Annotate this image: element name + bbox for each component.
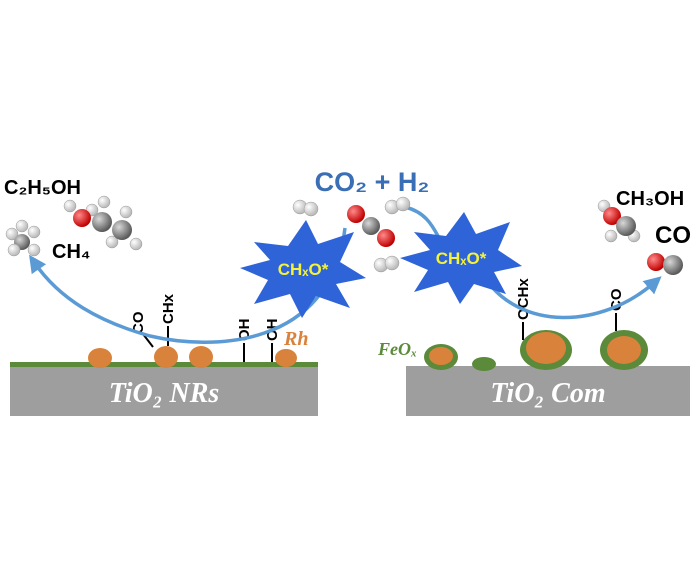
feox-shell [472, 357, 496, 371]
rh-core [526, 332, 566, 364]
rh-particle [88, 348, 112, 368]
starburst-left [240, 220, 366, 318]
feox-label: FeOₓ [377, 339, 417, 359]
support-label-right: TiO₂ Com [490, 378, 605, 409]
rh-particle [189, 346, 213, 368]
intermediate-right: CHₓO* [436, 249, 487, 268]
adsorbate-chx-left: CHx [160, 293, 177, 324]
adsorbate-oh-left: OH [236, 319, 253, 342]
ethanol-molecule [63, 195, 143, 251]
co-molecule [647, 253, 683, 275]
rh-particle [154, 346, 178, 368]
product-co: CO [655, 222, 691, 249]
h2-molecule [384, 196, 411, 215]
methane-molecule [5, 219, 41, 257]
rh-core [607, 336, 641, 364]
starburst-right [400, 212, 522, 304]
h2-molecule [292, 199, 319, 217]
support-right [406, 366, 690, 416]
arrow-to-left-products [29, 227, 347, 344]
rh-particle [275, 349, 297, 367]
rh-label: Rh [283, 328, 308, 350]
product-ethanol: C₂H₅OH [4, 177, 81, 199]
rh-core [429, 347, 453, 365]
intermediate-left: CHₓO* [278, 260, 329, 279]
support-label-left: TiO₂ NRs [109, 378, 220, 409]
arrow-from-reactants [404, 205, 440, 237]
product-methane: CH₄ [52, 241, 90, 263]
support-left [10, 366, 318, 416]
adsorbate-co-left: CO [130, 311, 147, 334]
reactants-label: CO₂ + H₂ [315, 167, 430, 197]
co2-molecule [347, 205, 395, 247]
h2-molecule [373, 255, 400, 273]
arrow-to-right-products [483, 276, 662, 320]
methanol-molecule [597, 199, 641, 243]
product-methanol: CH₃OH [616, 188, 684, 210]
